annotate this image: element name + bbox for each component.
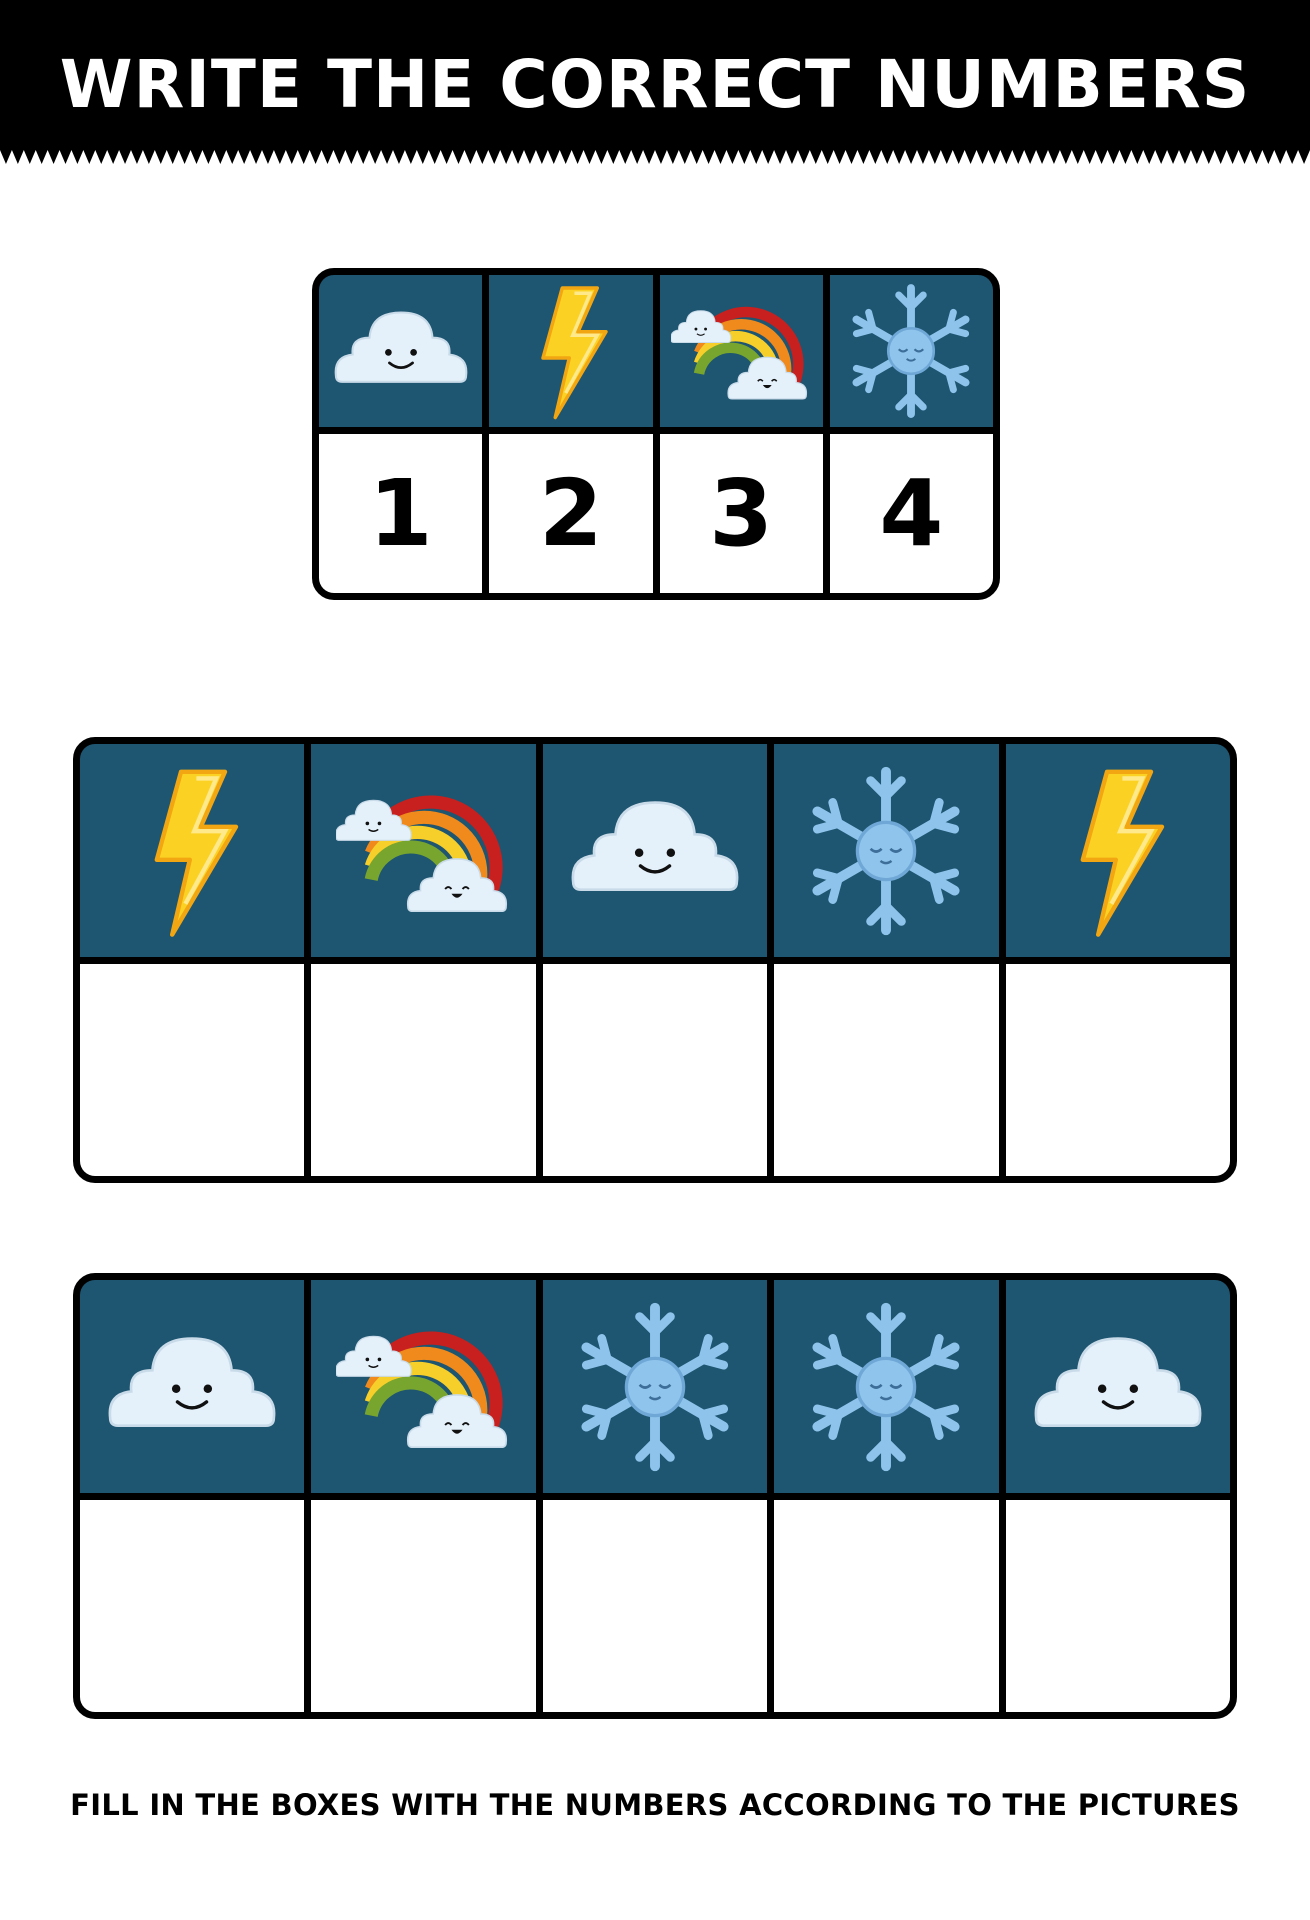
snowflake-icon — [841, 281, 981, 421]
answer-box[interactable] — [1005, 964, 1230, 1176]
answer-box[interactable] — [542, 1500, 768, 1712]
answer-box[interactable] — [80, 964, 305, 1176]
snowflake-icon — [567, 1299, 743, 1475]
cloud-icon — [331, 281, 471, 421]
rainbow-icon — [335, 763, 512, 939]
instruction-text: FILL IN THE BOXES WITH THE NUMBERS ACCOR… — [70, 1788, 1240, 1822]
key-number: 4 — [879, 459, 944, 567]
exercise-picture-cell — [1005, 1280, 1230, 1493]
answer-box[interactable] — [1005, 1500, 1230, 1712]
exercise-picture-cell — [542, 1280, 768, 1493]
key-picture-cell — [319, 275, 483, 427]
answer-box[interactable] — [80, 1500, 305, 1712]
key-picture-cell — [489, 275, 653, 427]
exercise-picture-cell — [311, 744, 536, 957]
exercise-picture-cell — [1005, 744, 1230, 957]
lightning-icon — [1030, 763, 1206, 939]
snowflake-icon — [798, 763, 974, 939]
exercise-picture-cell — [80, 744, 305, 957]
key-number-cell: 4 — [829, 434, 993, 593]
rainbow-icon — [335, 1299, 512, 1475]
cloud-icon — [104, 1299, 280, 1475]
answer-box[interactable] — [774, 964, 999, 1176]
key-number-cell: 2 — [489, 434, 653, 593]
exercise-picture-cell — [774, 1280, 999, 1493]
number-key: 1 2 3 4 — [312, 268, 1000, 600]
lightning-icon — [104, 763, 280, 939]
exercise-picture-cell — [774, 744, 999, 957]
key-number: 3 — [709, 459, 774, 567]
exercise-picture-cell — [542, 744, 768, 957]
exercise-picture-cell — [80, 1280, 305, 1493]
key-picture-cell — [829, 275, 993, 427]
rainbow-icon — [671, 281, 811, 421]
key-number: 1 — [368, 459, 433, 567]
answer-box[interactable] — [311, 1500, 536, 1712]
answer-box[interactable] — [542, 964, 768, 1176]
cloud-icon — [1030, 1299, 1206, 1475]
cloud-icon — [567, 763, 743, 939]
snowflake-icon — [798, 1299, 974, 1475]
key-number-cell: 1 — [319, 434, 483, 593]
exercise-row-1 — [73, 737, 1237, 1183]
page-title: WRITE THE CORRECT NUMBERS — [59, 46, 1251, 123]
answer-box[interactable] — [774, 1500, 999, 1712]
title-banner — [0, 0, 1310, 150]
answer-box[interactable] — [311, 964, 536, 1176]
banner-zigzag-edge — [0, 150, 1310, 164]
lightning-icon — [501, 281, 641, 421]
exercise-picture-cell — [311, 1280, 536, 1493]
key-number-cell: 3 — [659, 434, 823, 593]
key-picture-cell — [659, 275, 823, 427]
key-number: 2 — [538, 459, 603, 567]
exercise-row-2 — [73, 1273, 1237, 1719]
